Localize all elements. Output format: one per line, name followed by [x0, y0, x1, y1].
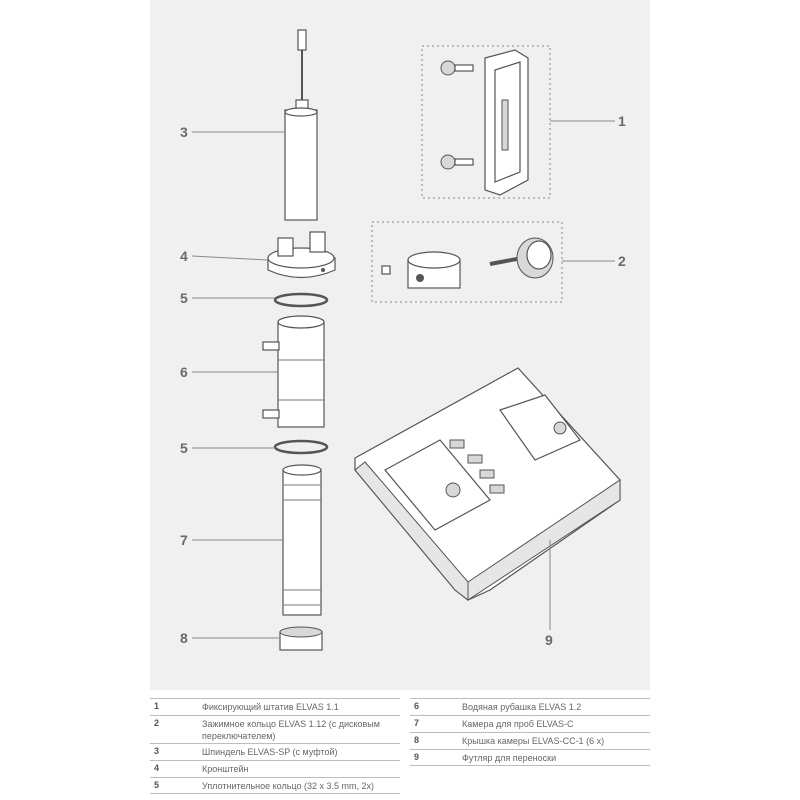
callout-5-lower: 5 [180, 440, 188, 456]
legend-row: 3 Шпиндель ELVAS-SP (с муфтой) [150, 743, 400, 760]
legend-row: 5 Уплотнительное кольцо (32 x 3.5 mm, 2x) [150, 777, 400, 794]
legend-text: Камера для проб ELVAS-C [462, 719, 574, 729]
legend-row: 6 Водяная рубашка ELVAS 1.2 [410, 698, 650, 715]
legend-row: 9 Футляр для переноски [410, 749, 650, 766]
legend-text: Фиксирующий штатив ELVAS 1.1 [202, 702, 339, 712]
part-seal-ring-upper [273, 292, 329, 308]
callout-3: 3 [180, 124, 188, 140]
legend-row: 4 Кронштейн [150, 760, 400, 777]
legend-text: Шпиндель ELVAS-SP (с муфтой) [202, 747, 338, 757]
callout-9: 9 [545, 632, 553, 648]
legend-number: 3 [154, 746, 160, 756]
part-fixing-stand [421, 45, 551, 199]
legend-number: 5 [154, 780, 160, 790]
callout-1: 1 [618, 113, 626, 129]
part-chamber-cap [279, 626, 323, 651]
legend-row: 8 Крышка камеры ELVAS-CC-1 (6 x) [410, 732, 650, 749]
legend-row: 2 Зажимное кольцо ELVAS 1.12 (с дисковым … [150, 715, 400, 743]
part-spindle [284, 29, 318, 221]
legend-text: Футляр для переноски [462, 753, 557, 763]
legend-text: Кронштейн [202, 764, 249, 774]
legend-number: 6 [414, 701, 420, 711]
legend-text: Уплотнительное кольцо (32 x 3.5 mm, 2x) [202, 781, 374, 791]
callout-7: 7 [180, 532, 188, 548]
part-carrying-case [354, 367, 621, 602]
legend-number: 1 [154, 701, 160, 711]
exploded-parts-diagram: 3 4 5 6 5 7 8 1 2 9 [150, 0, 650, 690]
part-sample-chamber [282, 464, 322, 616]
legend-left: 1 Фиксирующий штатив ELVAS 1.1 2 Зажимное … [150, 698, 400, 794]
legend-number: 2 [154, 718, 160, 728]
part-seal-ring-lower [273, 439, 329, 455]
callout-5-upper: 5 [180, 290, 188, 306]
part-clamping-ring [371, 221, 563, 303]
legend-row: 7 Камера для проб ELVAS-C [410, 715, 650, 732]
callout-2: 2 [618, 253, 626, 269]
legend-text: Крышка камеры ELVAS-CC-1 (6 x) [462, 736, 605, 746]
legend-text: Водяная рубашка ELVAS 1.2 [462, 702, 582, 712]
legend-text: Зажимное кольцо ELVAS 1.12 (с дисковым п… [202, 719, 380, 741]
legend-number: 4 [154, 763, 160, 773]
legend-right: 6 Водяная рубашка ELVAS 1.2 7 Камера для п… [410, 698, 650, 766]
legend-number: 9 [414, 752, 420, 762]
legend-row: 1 Фиксирующий штатив ELVAS 1.1 [150, 698, 400, 715]
legend-number: 8 [414, 735, 420, 745]
callout-4: 4 [180, 248, 188, 264]
part-bracket [267, 231, 336, 279]
leader-lines [191, 120, 615, 639]
callout-6: 6 [180, 364, 188, 380]
part-water-jacket [262, 315, 325, 428]
diagram-canvas: 3 4 5 6 5 7 8 1 2 9 [180, 29, 626, 651]
legend-number: 7 [414, 718, 420, 728]
callout-8: 8 [180, 630, 188, 646]
